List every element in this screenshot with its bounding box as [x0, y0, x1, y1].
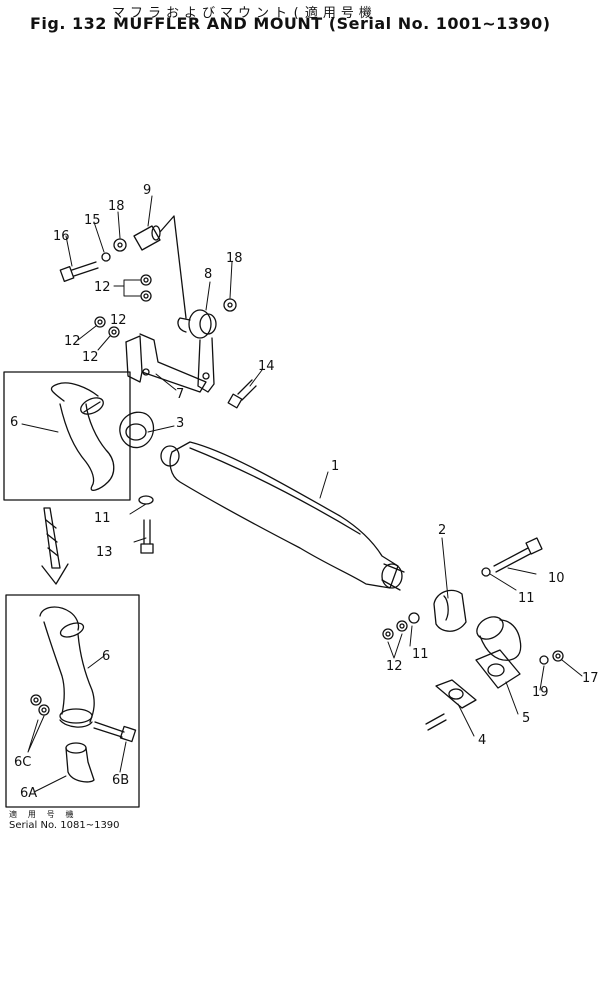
applicability-serial: Serial No. 1081~1390 [9, 820, 120, 831]
callout-13: 13 [96, 545, 113, 560]
callout-2: 2 [438, 523, 446, 538]
bolt-13 [140, 519, 154, 554]
mount-8 [177, 309, 217, 393]
washer-15 [101, 252, 111, 262]
callout-3: 3 [176, 416, 184, 431]
callout-15: 15 [84, 213, 101, 228]
muffler-1 [160, 441, 405, 591]
callout-12: 12 [110, 313, 127, 328]
washer-18a [113, 238, 127, 252]
gasket-4 [435, 679, 477, 709]
tail-pipe-6-top [50, 382, 115, 492]
callout-1: 1 [331, 459, 339, 474]
callout-12b: 12 [64, 334, 81, 349]
callout-6-inset: 6 [102, 649, 110, 664]
washer-11-bolt10 [481, 567, 491, 577]
callout-5: 5 [522, 711, 530, 726]
callout-18: 18 [108, 199, 125, 214]
applicability-label-jp: 適 用 号 機 [9, 810, 77, 819]
clamp-2 [433, 589, 467, 632]
nut-17 [552, 650, 564, 662]
callout-9: 9 [143, 183, 151, 198]
bolt-10 [493, 537, 543, 573]
nuts-12 [94, 274, 408, 640]
elbow-5 [475, 616, 522, 689]
callout-8: 8 [204, 267, 212, 282]
callout-19: 19 [532, 685, 549, 700]
callout-12d: 12 [94, 280, 111, 295]
callout-12c: 12 [82, 350, 99, 365]
callout-10: 10 [548, 571, 565, 586]
callout-4: 4 [478, 733, 486, 748]
callout-12e: 12 [386, 659, 403, 674]
callout-14: 14 [258, 359, 275, 374]
inset-box-top [3, 371, 131, 501]
callout-6a: 6A [20, 786, 37, 801]
callout-6c: 6C [14, 755, 31, 770]
bracket-7 [125, 333, 207, 393]
inset-box-bottom [5, 594, 140, 808]
figure-title: Fig. 132 MUFFLER AND MOUNT (Serial No. 1… [30, 14, 551, 33]
sleeve-9 [133, 215, 187, 319]
callout-11-left: 11 [94, 511, 111, 526]
tail-pipe-6-bottom [39, 606, 95, 728]
washer-19 [539, 655, 549, 665]
direction-arrow [41, 507, 69, 585]
title-japanese: マフラおよびマウント(適用号機 [112, 6, 377, 21]
flange-3 [119, 411, 155, 449]
callout-17: 17 [582, 671, 599, 686]
callout-11-mid: 11 [412, 647, 429, 662]
bolt-16 [59, 261, 99, 282]
callout-6: 6 [10, 415, 18, 430]
callout-18b: 18 [226, 251, 243, 266]
bolt-6b [93, 721, 137, 743]
washer-11 [138, 495, 154, 505]
callout-16: 16 [53, 229, 70, 244]
clamp-6a [65, 742, 95, 783]
stud-bolt [425, 713, 447, 731]
callout-6b: 6B [112, 773, 129, 788]
callout-7: 7 [176, 387, 184, 402]
bolt-14 [227, 379, 257, 409]
washer-11-right [408, 612, 420, 624]
washer-18b [223, 298, 237, 312]
nut-6c [30, 694, 50, 716]
callout-11: 11 [518, 591, 535, 606]
leader-lines [21, 195, 583, 793]
